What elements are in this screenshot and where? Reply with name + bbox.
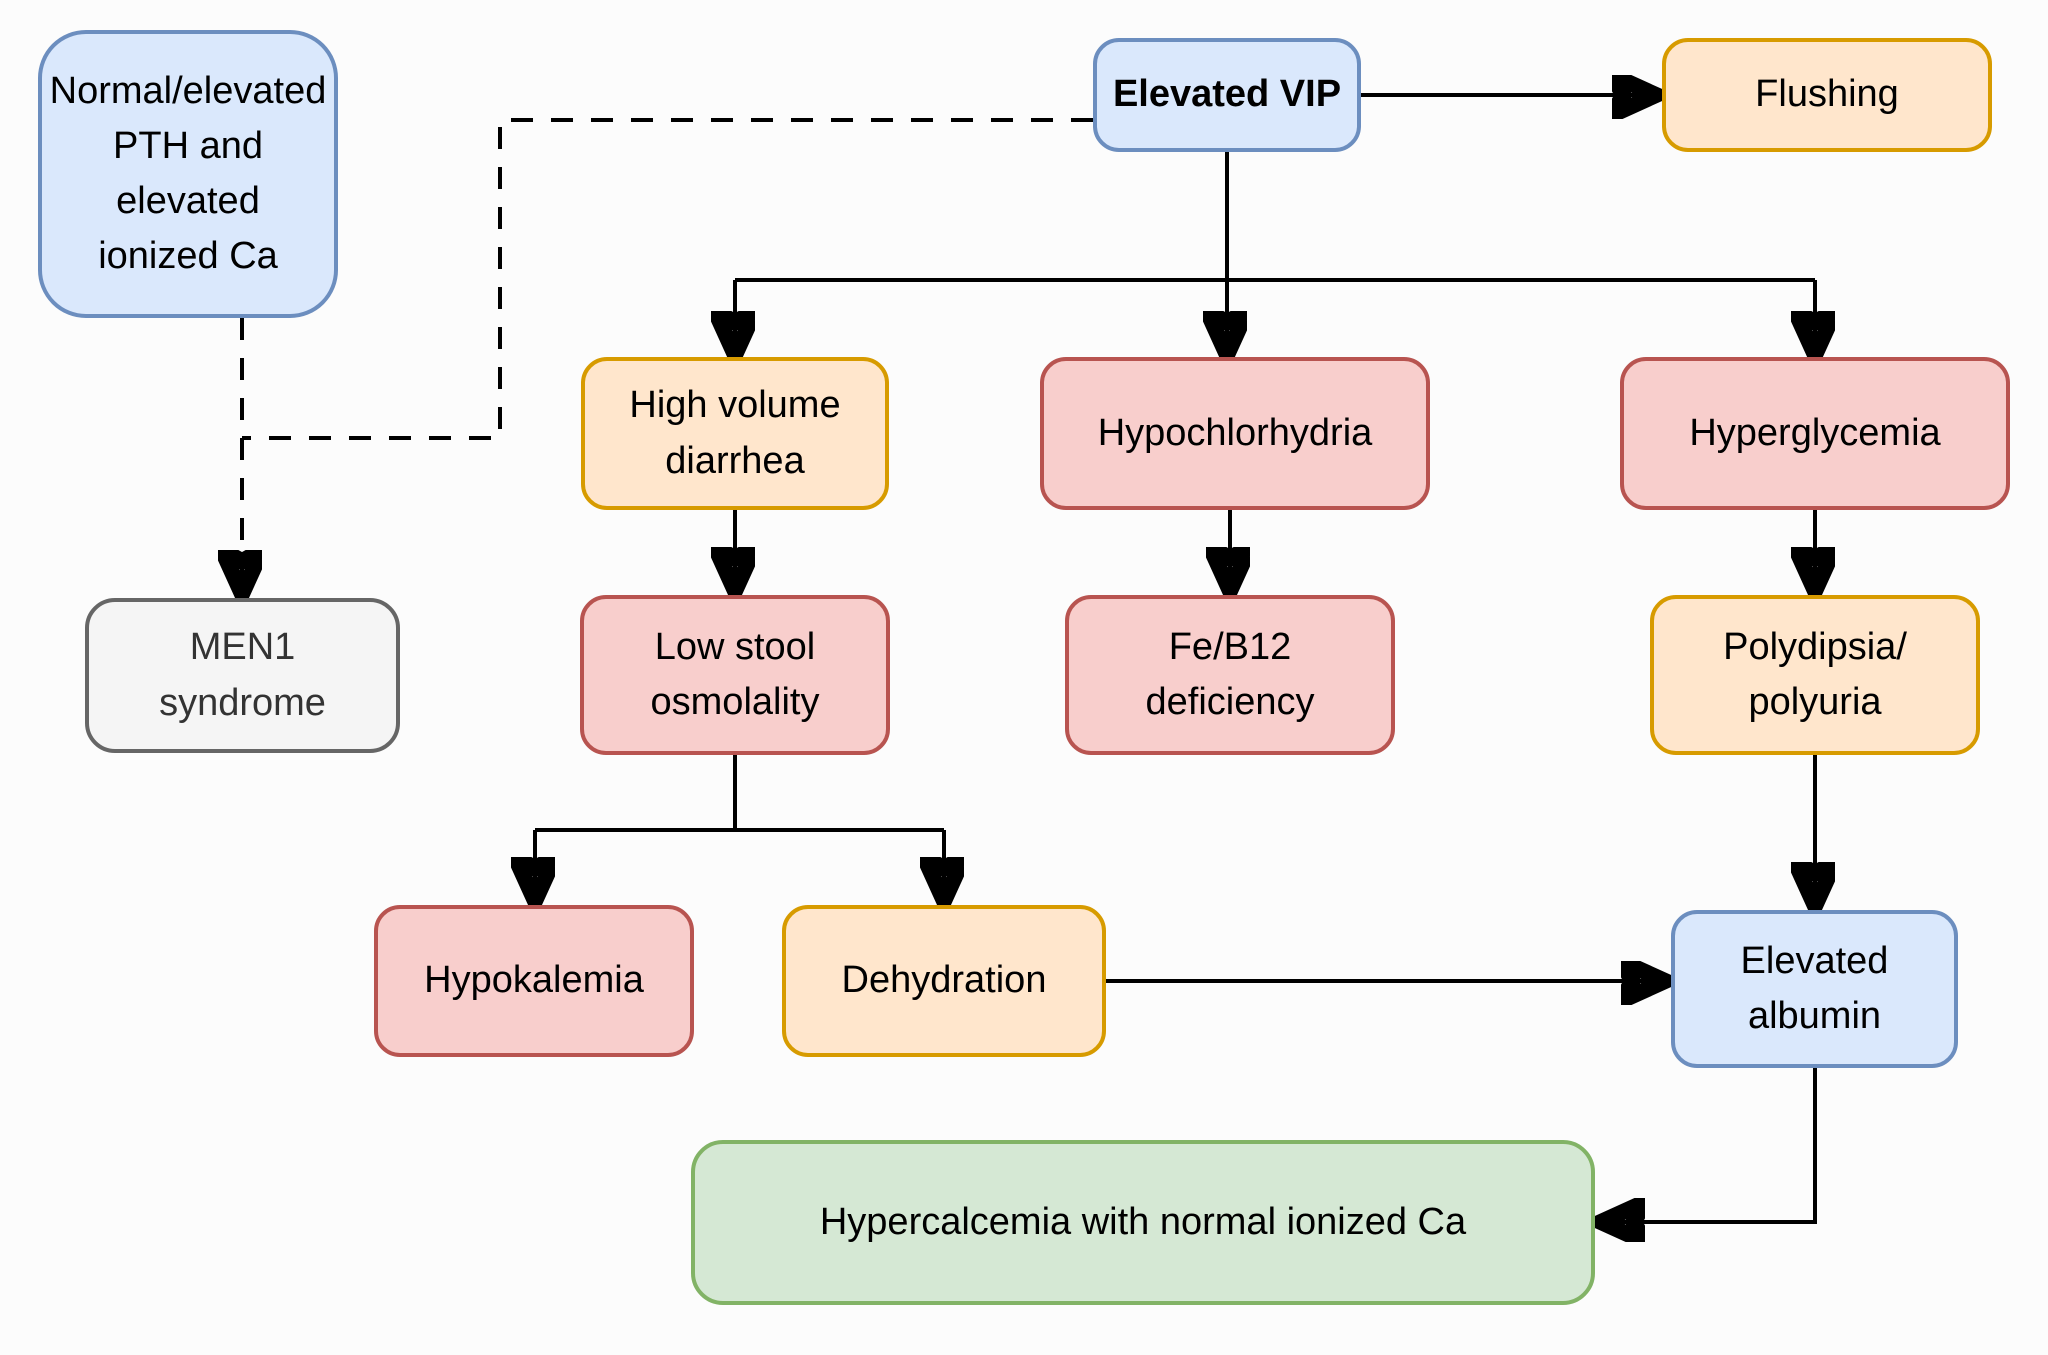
node-men1-syndrome-label: MEN1 syndrome [159, 626, 326, 724]
node-hypochlorhydria-label: Hypochlorhydria [1097, 411, 1373, 454]
node-hypochlorhydria: Hypochlorhydria [1040, 357, 1430, 510]
node-fe-b12-deficiency: Fe/B12 deficiency [1065, 595, 1395, 755]
node-polydipsia-polyuria-label: Polydipsia/ polyuria [1723, 625, 1907, 723]
node-low-stool-osmolality-label: Low stool osmolality [650, 625, 820, 723]
node-pth-ionized-ca-label: Normal/elevated PTH and elevated ionized… [49, 69, 327, 278]
edge-albumin-hypercalcemia [1603, 1068, 1817, 1222]
node-hypokalemia: Hypokalemia [374, 905, 694, 1057]
node-fe-b12-deficiency-label: Fe/B12 deficiency [1145, 625, 1315, 723]
edge-dashed-vip-pth [242, 118, 1093, 440]
node-low-stool-osmolality: Low stool osmolality [580, 595, 890, 755]
node-hyperglycemia: Hyperglycemia [1620, 357, 2010, 510]
node-hypercalcemia: Hypercalcemia with normal ionized Ca [691, 1140, 1595, 1305]
node-elevated-vip-label: Elevated VIP [1112, 73, 1342, 116]
node-elevated-vip: Elevated VIP [1093, 38, 1361, 152]
node-hypercalcemia-label: Hypercalcemia with normal ionized Ca [819, 1200, 1467, 1243]
node-flushing: Flushing [1662, 38, 1992, 152]
node-hyperglycemia-label: Hyperglycemia [1689, 411, 1941, 454]
node-elevated-albumin: Elevated albumin [1671, 910, 1958, 1068]
node-dehydration: Dehydration [782, 905, 1106, 1057]
node-elevated-albumin-label: Elevated albumin [1740, 939, 1889, 1037]
node-high-volume-diarrhea: High volume diarrhea [581, 357, 889, 510]
node-polydipsia-polyuria: Polydipsia/ polyuria [1650, 595, 1980, 755]
node-flushing-label: Flushing [1755, 73, 1899, 116]
node-pth-ionized-ca: Normal/elevated PTH and elevated ionized… [38, 30, 338, 318]
node-high-volume-diarrhea-label: High volume diarrhea [629, 384, 841, 482]
node-men1-syndrome: MEN1 syndrome [85, 598, 400, 753]
node-hypokalemia-label: Hypokalemia [424, 959, 644, 1002]
node-dehydration-label: Dehydration [841, 959, 1047, 1002]
